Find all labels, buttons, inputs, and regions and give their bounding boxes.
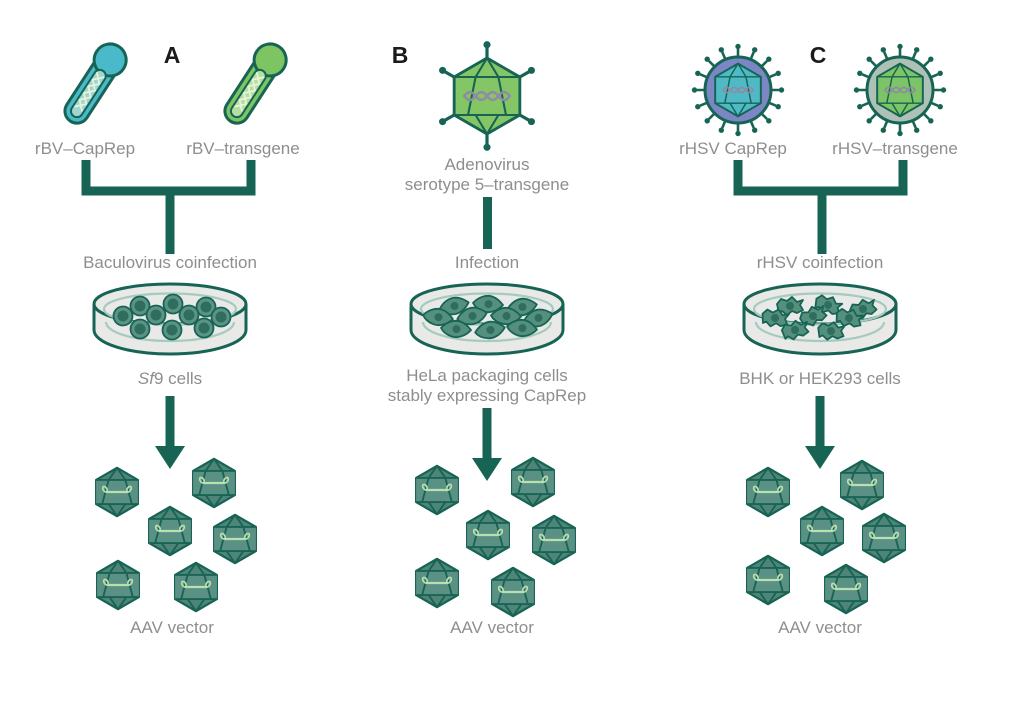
virus-label: Adenovirus serotype 5–transgene <box>405 155 569 195</box>
virus2-label: rHSV–transgene <box>832 139 958 158</box>
cells-label: BHK or HEK293 cells <box>739 369 901 388</box>
output-label: AAV vector <box>130 618 214 637</box>
infection-step-label: rHSV coinfection <box>756 253 884 272</box>
aav-icon <box>411 555 463 611</box>
aav-icon <box>170 559 222 615</box>
panel-b-letter: B <box>391 42 409 68</box>
petri-dish-icon <box>742 282 898 356</box>
cells-label-rest: 9 cells <box>153 369 203 388</box>
output-label: AAV vector <box>778 618 862 637</box>
aav-icon <box>507 454 559 510</box>
aav-icon <box>742 552 794 608</box>
petri-dish-icon <box>92 282 248 356</box>
aav-icon <box>92 557 144 613</box>
hsv-transgene-icon <box>850 40 950 140</box>
panel-a-letter: A <box>163 42 181 68</box>
panel-c-letter: C <box>809 42 827 68</box>
aav-icon <box>411 462 463 518</box>
virus1-label: rBV–CapRep <box>34 139 136 158</box>
panel-b: B Adenovirus serotype 5–transgene Infect… <box>330 0 650 716</box>
infection-step-label: Infection <box>454 253 520 272</box>
virus-label-line1: Adenovirus <box>444 155 530 174</box>
arrow-down-icon <box>469 408 505 482</box>
aav-icon <box>462 507 514 563</box>
cells-label: Sf9 cells <box>138 369 202 389</box>
output-label: AAV vector <box>450 618 534 637</box>
arrow-down-icon <box>802 396 838 470</box>
infection-step-label: Baculovirus coinfection <box>83 253 257 272</box>
virus-label-line2: serotype 5–transgene <box>404 175 570 194</box>
panel-a: A rBV–CapRep rBV–transgene Baculovirus c… <box>0 0 340 716</box>
aav-icon <box>796 503 848 559</box>
adenovirus-icon <box>431 40 543 152</box>
hsv-caprep-icon <box>688 40 788 140</box>
bracket-connector <box>730 158 911 254</box>
aav-icon <box>528 512 580 568</box>
aav-icon <box>858 510 910 566</box>
connector-line <box>482 197 492 249</box>
aav-icon <box>91 464 143 520</box>
bracket-connector <box>78 158 259 254</box>
cells-label-italic: Sf <box>137 369 154 388</box>
aav-icon <box>144 503 196 559</box>
aav-icon <box>487 564 539 620</box>
baculovirus-caprep-icon <box>45 41 135 137</box>
petri-dish-icon <box>409 282 565 356</box>
arrow-down-icon <box>152 396 188 470</box>
cells-label-line2: stably expressing CapRep <box>387 386 587 405</box>
aav-icon <box>742 464 794 520</box>
aav-icon <box>820 561 872 617</box>
virus1-label: rHSV CapRep <box>679 139 787 158</box>
baculovirus-transgene-icon <box>205 41 295 137</box>
cells-label-line1: HeLa packaging cells <box>406 366 568 385</box>
cells-label: HeLa packaging cells stably expressing C… <box>388 366 586 406</box>
virus2-label: rBV–transgene <box>186 139 300 158</box>
panel-c: C rHSV CapRep rHSV–transgene rHSV coinfe… <box>650 0 1024 716</box>
